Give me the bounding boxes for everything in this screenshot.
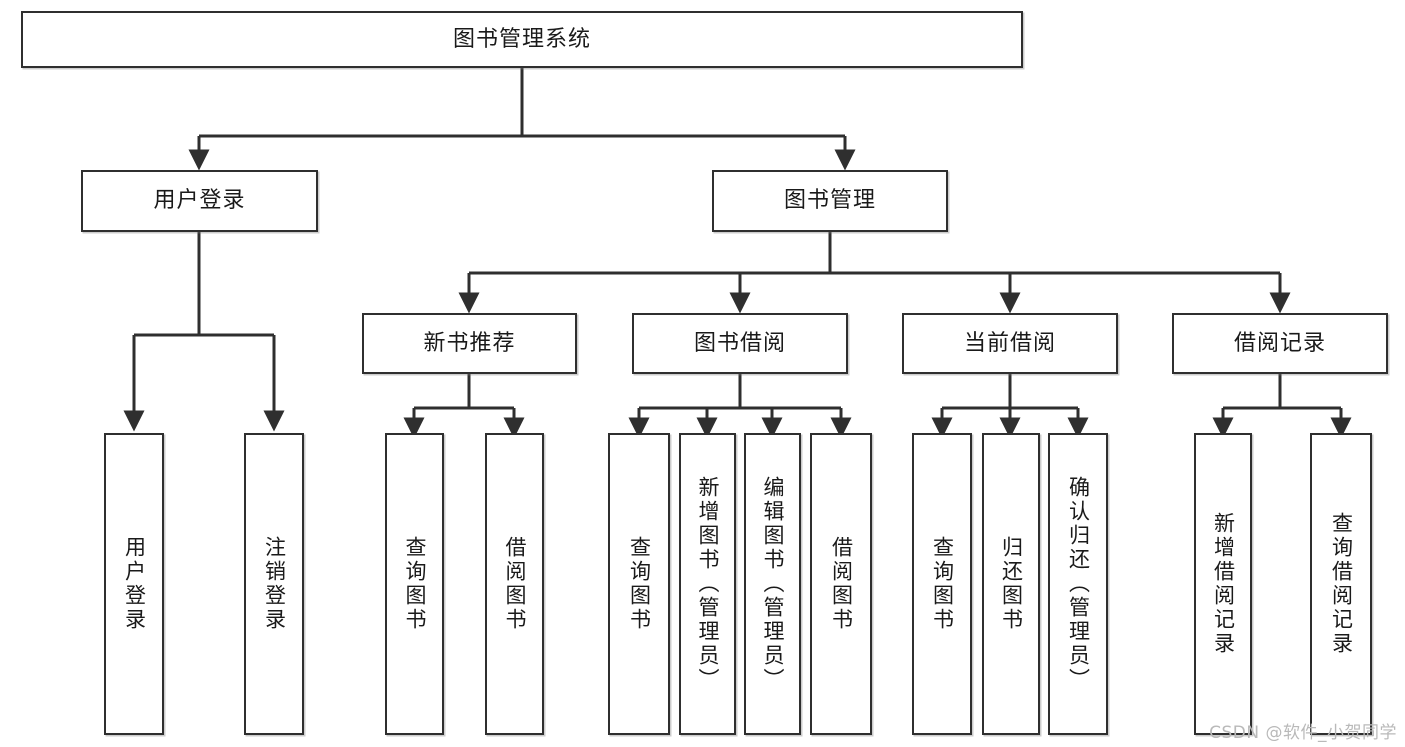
leaf-query-book-borrow[interactable]: 查询图书: [608, 433, 670, 735]
leaf-borrow-book[interactable]: 借阅图书: [810, 433, 872, 735]
node-label: 图书管理系统: [452, 26, 591, 52]
node-label: 查询图书: [627, 536, 652, 632]
node-label: 用户登录: [122, 536, 147, 632]
node-label: 注销登录: [262, 536, 287, 632]
leaf-user-login[interactable]: 用户登录: [104, 433, 164, 735]
node-label: 查询图书: [930, 536, 955, 632]
node-label: 编辑图书（管理员）: [761, 476, 785, 692]
node-label: 用户登录: [153, 188, 246, 214]
node-label: 借阅记录: [1233, 330, 1326, 356]
node-label: 图书管理: [783, 188, 876, 214]
node-book-manage[interactable]: 图书管理: [712, 170, 948, 232]
node-root-system[interactable]: 图书管理系统: [21, 11, 1023, 68]
node-current-borrow[interactable]: 当前借阅: [902, 313, 1118, 374]
leaf-query-book-current[interactable]: 查询图书: [912, 433, 972, 735]
leaf-logout[interactable]: 注销登录: [244, 433, 304, 735]
node-label: 新增借阅记录: [1211, 512, 1236, 656]
node-borrow-record[interactable]: 借阅记录: [1172, 313, 1388, 374]
node-label: 图书借阅: [693, 330, 786, 356]
node-label: 查询图书: [403, 536, 427, 632]
node-user-login[interactable]: 用户登录: [81, 170, 318, 232]
node-book-borrow[interactable]: 图书借阅: [632, 313, 848, 374]
node-label: 查询借阅记录: [1329, 512, 1354, 656]
node-label: 借阅图书: [503, 536, 527, 632]
node-label: 新书推荐: [423, 330, 516, 356]
leaf-borrow-book-recommend[interactable]: 借阅图书: [485, 433, 544, 735]
leaf-confirm-return-admin[interactable]: 确认归还（管理员）: [1048, 433, 1108, 735]
node-label: 新增图书（管理员）: [696, 476, 720, 692]
node-label: 归还图书: [999, 536, 1024, 632]
leaf-query-borrow-record[interactable]: 查询借阅记录: [1310, 433, 1372, 735]
node-label: 借阅图书: [829, 536, 854, 632]
node-label: 当前借阅: [963, 330, 1056, 356]
node-new-book-recommend[interactable]: 新书推荐: [362, 313, 577, 374]
leaf-return-book[interactable]: 归还图书: [982, 433, 1040, 735]
leaf-add-book-admin[interactable]: 新增图书（管理员）: [679, 433, 736, 735]
leaf-add-borrow-record[interactable]: 新增借阅记录: [1194, 433, 1252, 735]
leaf-query-book-recommend[interactable]: 查询图书: [385, 433, 444, 735]
leaf-edit-book-admin[interactable]: 编辑图书（管理员）: [744, 433, 801, 735]
node-label: 确认归还（管理员）: [1066, 476, 1091, 692]
csdn-watermark: CSDN @软件_小贺同学: [1209, 723, 1397, 743]
